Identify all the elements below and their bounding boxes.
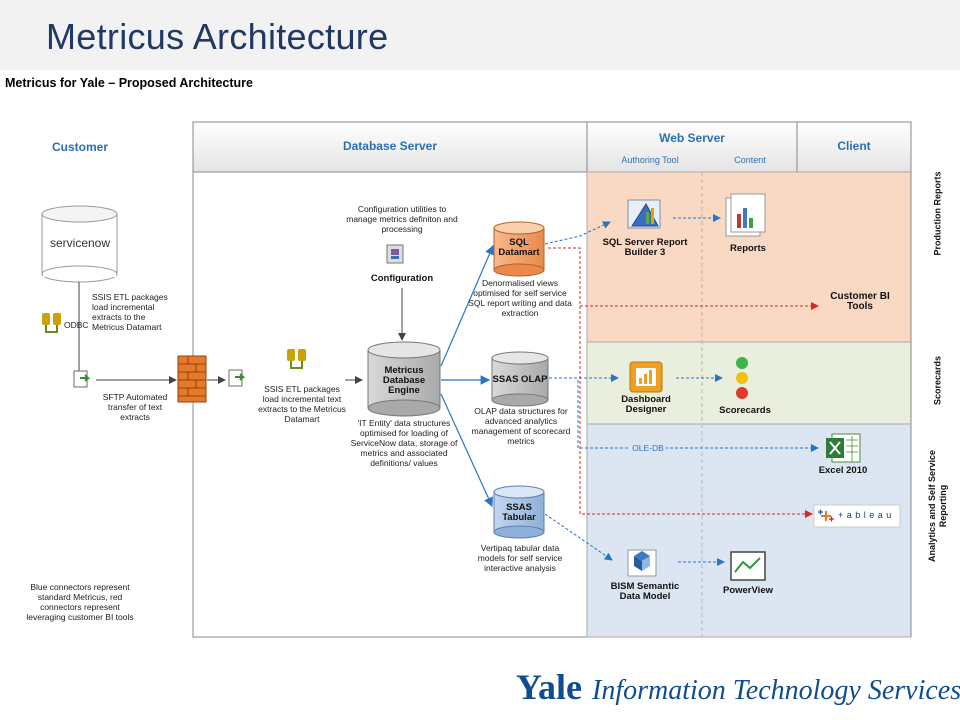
report-builder-label: SQL Server Report Builder 3	[602, 237, 688, 258]
scorecards-label: Scorecards	[719, 405, 771, 416]
sql-datamart-cylinder	[493, 221, 545, 277]
metricus-engine-note: 'IT Entity' data structures optimised fo…	[350, 418, 458, 468]
oledb-label: OLE-DB	[632, 443, 664, 453]
powerview-icon	[730, 551, 766, 581]
configuration-icon	[386, 244, 404, 264]
excel-label: Excel 2010	[818, 465, 868, 476]
powerview-label: PowerView	[723, 585, 773, 596]
ssas-olap-label: SSAS OLAP	[492, 374, 548, 385]
sql-datamart-label: SQL Datamart	[498, 237, 540, 258]
column-database-server: Database Server	[342, 139, 438, 153]
analytics-band	[586, 423, 912, 638]
metricus-engine-cylinder	[367, 341, 441, 417]
slide-title: Metricus Architecture	[46, 16, 389, 57]
odbc-icon	[42, 313, 61, 333]
ssas-tabular-label: SSAS Tabular	[502, 502, 536, 523]
reports-icon	[725, 193, 766, 237]
title-bar: Metricus Architecture	[0, 0, 960, 70]
sftp-note: SFTP Automated transfer of text extracts	[102, 392, 168, 422]
its-wordmark: Information Technology Services	[592, 675, 960, 706]
tableau-logo-icon	[813, 504, 901, 528]
configuration-label: Configuration	[370, 273, 434, 284]
configuration-note: Configuration utilities to manage metric…	[346, 204, 458, 234]
column-client: Client	[837, 139, 871, 153]
dashboard-designer-label: Dashboard Designer	[621, 394, 671, 415]
servicenow-logo: servicenow	[50, 236, 111, 250]
firewall-icon	[177, 355, 207, 403]
customer-bi-tools-label: Customer BI Tools	[830, 291, 890, 312]
row-analytics: Analytics and Self Service Reporting	[927, 449, 948, 563]
dashboard-designer-icon	[629, 361, 663, 393]
column-content: Content	[734, 155, 766, 165]
legend-note: Blue connectors represent standard Metri…	[26, 582, 134, 622]
yale-wordmark: Yale	[516, 667, 582, 707]
ssas-olap-note: OLAP data structures for advanced analyt…	[471, 406, 571, 446]
slide-subtitle: Metricus for Yale – Proposed Architectur…	[5, 76, 253, 90]
text-extract-icon-right	[228, 369, 246, 387]
excel-icon	[826, 433, 861, 463]
scorecards-traffic-light-icon	[736, 357, 748, 399]
column-web-server: Web Server	[659, 131, 725, 145]
header-row	[192, 121, 912, 173]
sql-datamart-note: Denormalised views optimised for self se…	[468, 278, 572, 318]
database-ssis-note: SSIS ETL packages load incremental text …	[258, 384, 346, 424]
ssas-tabular-note: Vertipaq tabular data models for self se…	[477, 543, 563, 573]
row-production-reports: Production Reports	[932, 171, 943, 256]
column-customer: Customer	[51, 140, 108, 154]
bism-icon	[627, 549, 657, 577]
odbc-label: ODBC	[64, 320, 89, 330]
tableau-wordmark: + a b l e a u	[838, 510, 892, 520]
column-authoring-tool: Authoring Tool	[621, 155, 679, 165]
reports-label: Reports	[730, 243, 766, 254]
ssas-olap-cylinder	[491, 351, 549, 407]
servicenow-database-icon	[41, 205, 118, 283]
customer-ssis-note: SSIS ETL packages load incremental extra…	[92, 292, 168, 332]
bism-label: BISM Semantic Data Model	[610, 581, 680, 602]
metricus-engine-label: Metricus Database Engine	[382, 365, 426, 396]
ssas-tabular-cylinder	[493, 485, 545, 539]
text-extract-icon-left	[73, 370, 91, 388]
ssis-icon	[287, 349, 306, 369]
row-scorecards: Scorecards	[932, 355, 943, 406]
yale-its-logo: Yale Information Technology Services	[516, 666, 960, 708]
report-builder-icon	[627, 199, 661, 229]
